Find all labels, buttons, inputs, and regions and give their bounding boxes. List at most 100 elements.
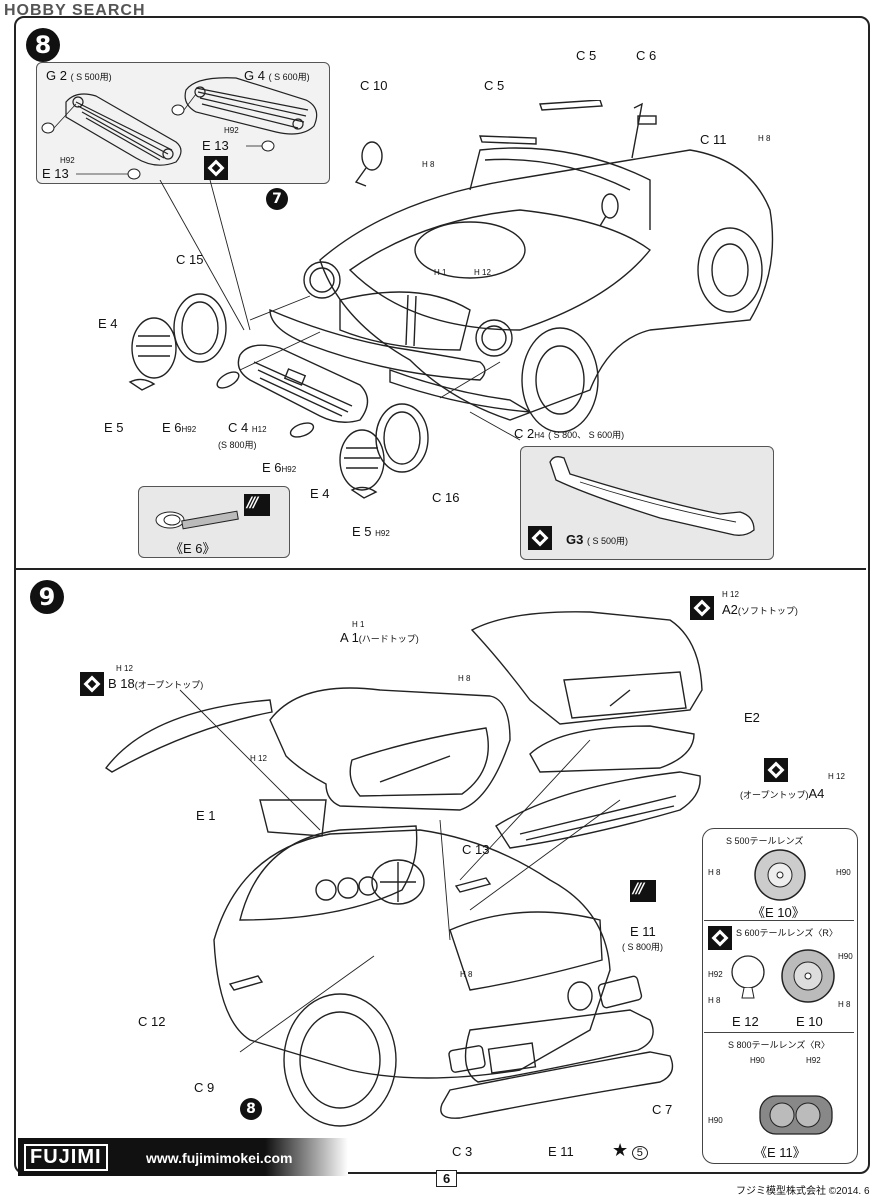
label-c13: C 13 bbox=[462, 842, 490, 857]
e6-detail-drawing bbox=[155, 510, 239, 530]
label-h92-b: H92 bbox=[224, 126, 239, 135]
label-g3: G3 ( S 500用) bbox=[566, 532, 628, 547]
grille-variants-drawing bbox=[41, 77, 318, 180]
label-e11-note: ( S 800用) bbox=[622, 942, 664, 952]
s600-lens-drawing bbox=[731, 949, 835, 1003]
label-e4-right: E 4 bbox=[310, 486, 330, 501]
label-c5-right: C 5 bbox=[576, 48, 597, 63]
paint-badge-icon bbox=[204, 156, 228, 180]
s800-title: S 800テールレンズ〈R〉 bbox=[728, 1040, 830, 1050]
label-e4-left: E 4 bbox=[98, 316, 118, 331]
step-8-assembly-drawing bbox=[128, 100, 774, 499]
grille-variants-box bbox=[36, 62, 330, 184]
label-b18: B 18(オープントップ) bbox=[108, 676, 204, 691]
step-9-assembly-drawing bbox=[104, 611, 703, 1127]
label-c2: C 2H4 ( S 800、 S 600用) bbox=[514, 426, 625, 441]
label-c9: C 9 bbox=[194, 1080, 215, 1095]
label-a1: A 1(ハードトップ) bbox=[340, 630, 419, 645]
label-c6: C 6 bbox=[636, 48, 657, 63]
s800-lens-drawing bbox=[759, 1095, 833, 1135]
e13-lamps bbox=[41, 104, 275, 180]
star-note: ★ 5 bbox=[612, 1140, 648, 1161]
label-e5-right: E 5 H92 bbox=[352, 524, 390, 539]
label-c12: C 12 bbox=[138, 1014, 166, 1029]
footer-url[interactable]: www.fujimimokei.com bbox=[146, 1150, 293, 1166]
s500-lens-drawing bbox=[754, 849, 806, 901]
s800-h90-top: H90 bbox=[750, 1056, 765, 1065]
brand-logo: FUJIMI bbox=[24, 1144, 108, 1171]
label-c5-left: C 5 bbox=[484, 78, 505, 93]
s800-h92: H92 bbox=[806, 1056, 821, 1065]
s600-h8b: H 8 bbox=[838, 1000, 851, 1009]
label-a4-h: H 12 bbox=[828, 772, 845, 781]
label-h8-right: H 8 bbox=[758, 134, 771, 143]
label-h8-b: H 8 bbox=[460, 970, 473, 979]
g4-grille bbox=[184, 77, 318, 135]
label-e13-a: E 13 bbox=[42, 166, 69, 181]
label-e11-bottom: E 11 bbox=[548, 1144, 574, 1159]
b18-paint-badge-icon bbox=[80, 672, 104, 696]
g3-paint-badge-icon bbox=[528, 526, 552, 550]
label-e11: E 11 bbox=[630, 924, 656, 939]
step-7-reference: 7 bbox=[266, 188, 288, 210]
label-a2: A2(ソフトトップ) bbox=[722, 602, 798, 617]
g2-grille bbox=[65, 93, 182, 166]
step-8-number: 8 bbox=[26, 28, 60, 62]
label-c10: C 10 bbox=[360, 78, 388, 93]
s500-h-left: H 8 bbox=[708, 868, 721, 877]
label-e5-left: E 5 bbox=[104, 420, 124, 435]
label-h1: H 1 bbox=[434, 268, 447, 277]
tail-lens-divider-2 bbox=[704, 1032, 854, 1033]
s600-title: S 600テールレンズ〈R〉 bbox=[736, 928, 838, 938]
cement-badge-icon-2 bbox=[630, 880, 656, 902]
g3-bumper-drawing bbox=[549, 456, 755, 536]
label-e6-mid: E 6H92 bbox=[262, 460, 297, 475]
cement-badge-icon bbox=[244, 494, 270, 516]
s600-h92: H92 bbox=[708, 970, 723, 979]
label-b18-h: H 12 bbox=[116, 664, 133, 673]
label-c15: C 15 bbox=[176, 252, 204, 267]
s500-h-right: H90 bbox=[836, 868, 851, 877]
label-h12-a: H 12 bbox=[250, 754, 267, 763]
step-8-reference: 8 bbox=[240, 1098, 262, 1120]
label-h12: H 12 bbox=[474, 268, 491, 277]
s600-h8: H 8 bbox=[708, 996, 721, 1005]
label-h8-a: H 8 bbox=[458, 674, 471, 683]
a4-paint-badge-icon bbox=[764, 758, 788, 782]
s800-part: 《E 11》 bbox=[754, 1145, 806, 1160]
watermark: HOBBY SEARCH bbox=[4, 2, 146, 19]
leader-lines-grille bbox=[159, 180, 251, 331]
page-number: 6 bbox=[436, 1170, 458, 1187]
star-icon: ★ bbox=[612, 1140, 629, 1160]
label-a1-h: H 1 bbox=[352, 620, 365, 629]
copyright: フジミ模型株式会社 ©2014. 6 bbox=[736, 1186, 870, 1197]
step-9-number: 9 bbox=[30, 580, 64, 614]
label-e13-b: E 13 bbox=[202, 138, 229, 153]
label-c4-note: (S 800用) bbox=[218, 440, 257, 450]
label-c4: C 4 H12 bbox=[228, 420, 267, 435]
s600-paint-badge-icon bbox=[708, 926, 732, 950]
a2-paint-badge-icon bbox=[690, 596, 714, 620]
step-divider bbox=[16, 568, 866, 570]
s600-e12: E 12 bbox=[732, 1014, 759, 1029]
label-c11: C 11 bbox=[700, 132, 727, 147]
s600-e10: E 10 bbox=[796, 1014, 823, 1029]
label-e1: E 1 bbox=[196, 808, 216, 823]
s600-h90: H90 bbox=[838, 952, 853, 961]
s500-title: S 500テールレンズ bbox=[726, 836, 804, 846]
s500-part: 《E 10》 bbox=[752, 905, 805, 920]
label-h8-top: H 8 bbox=[422, 160, 435, 169]
label-a2-h: H 12 bbox=[722, 590, 739, 599]
label-g4: G 4 ( S 600用) bbox=[244, 68, 310, 83]
label-g2: G 2 ( S 500用) bbox=[46, 68, 112, 83]
label-c3: C 3 bbox=[452, 1144, 473, 1159]
s800-h90-left: H90 bbox=[708, 1116, 723, 1125]
label-h92-a: H92 bbox=[60, 156, 75, 165]
label-e6-box: 《E 6》 bbox=[170, 541, 216, 556]
label-c16: C 16 bbox=[432, 490, 460, 505]
tail-lens-divider-1 bbox=[704, 920, 854, 921]
label-c7: C 7 bbox=[652, 1102, 673, 1117]
label-e6-left: E 6H92 bbox=[162, 420, 197, 435]
label-e2: E2 bbox=[744, 710, 760, 725]
label-a4: (オープントップ)A4 bbox=[740, 786, 825, 801]
